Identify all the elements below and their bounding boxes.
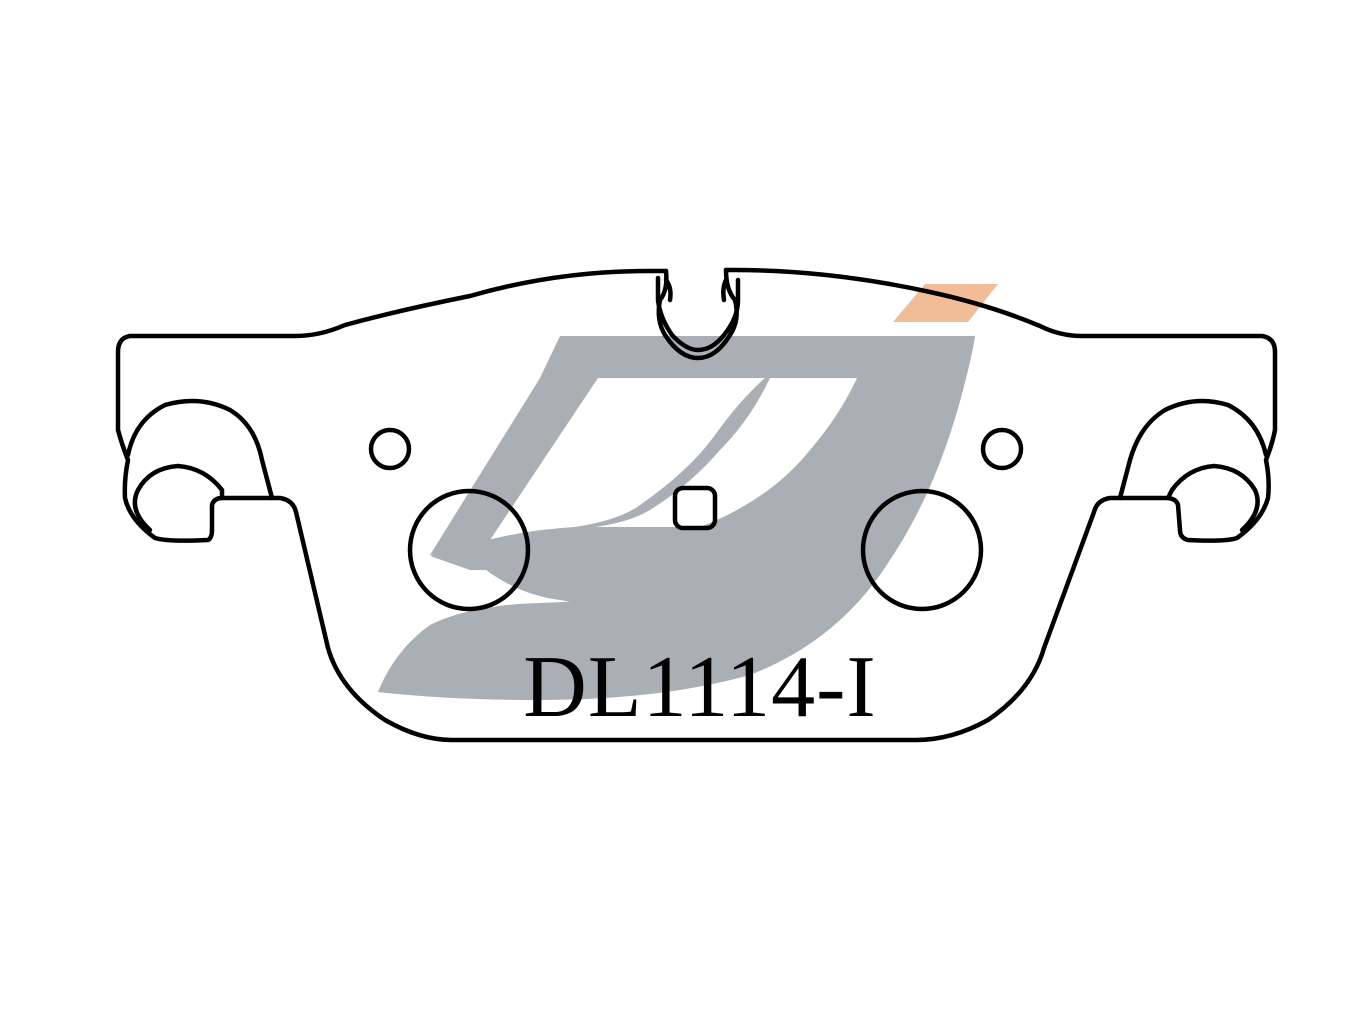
right-ear-outer-arc <box>1117 398 1269 501</box>
dj-logo-watermark <box>378 284 998 700</box>
right-ear-inner-arc <box>1165 463 1260 533</box>
part-number-label: DL1114-I <box>523 639 876 736</box>
left-large-hole <box>407 488 531 612</box>
pad-outline <box>115 267 1278 743</box>
logo-j-swoosh <box>378 336 975 700</box>
right-large-hole <box>860 488 984 612</box>
center-slot-notch <box>663 277 729 303</box>
left-ear-inner-arc <box>132 463 225 533</box>
center-square-hole <box>672 485 718 531</box>
right-small-hole <box>980 427 1024 471</box>
left-small-hole <box>368 427 412 471</box>
logo-d-inner <box>595 378 857 527</box>
left-ear-outer-arc <box>125 398 275 501</box>
center-slot-inner <box>655 275 741 353</box>
logo-accent-mark <box>893 284 998 322</box>
